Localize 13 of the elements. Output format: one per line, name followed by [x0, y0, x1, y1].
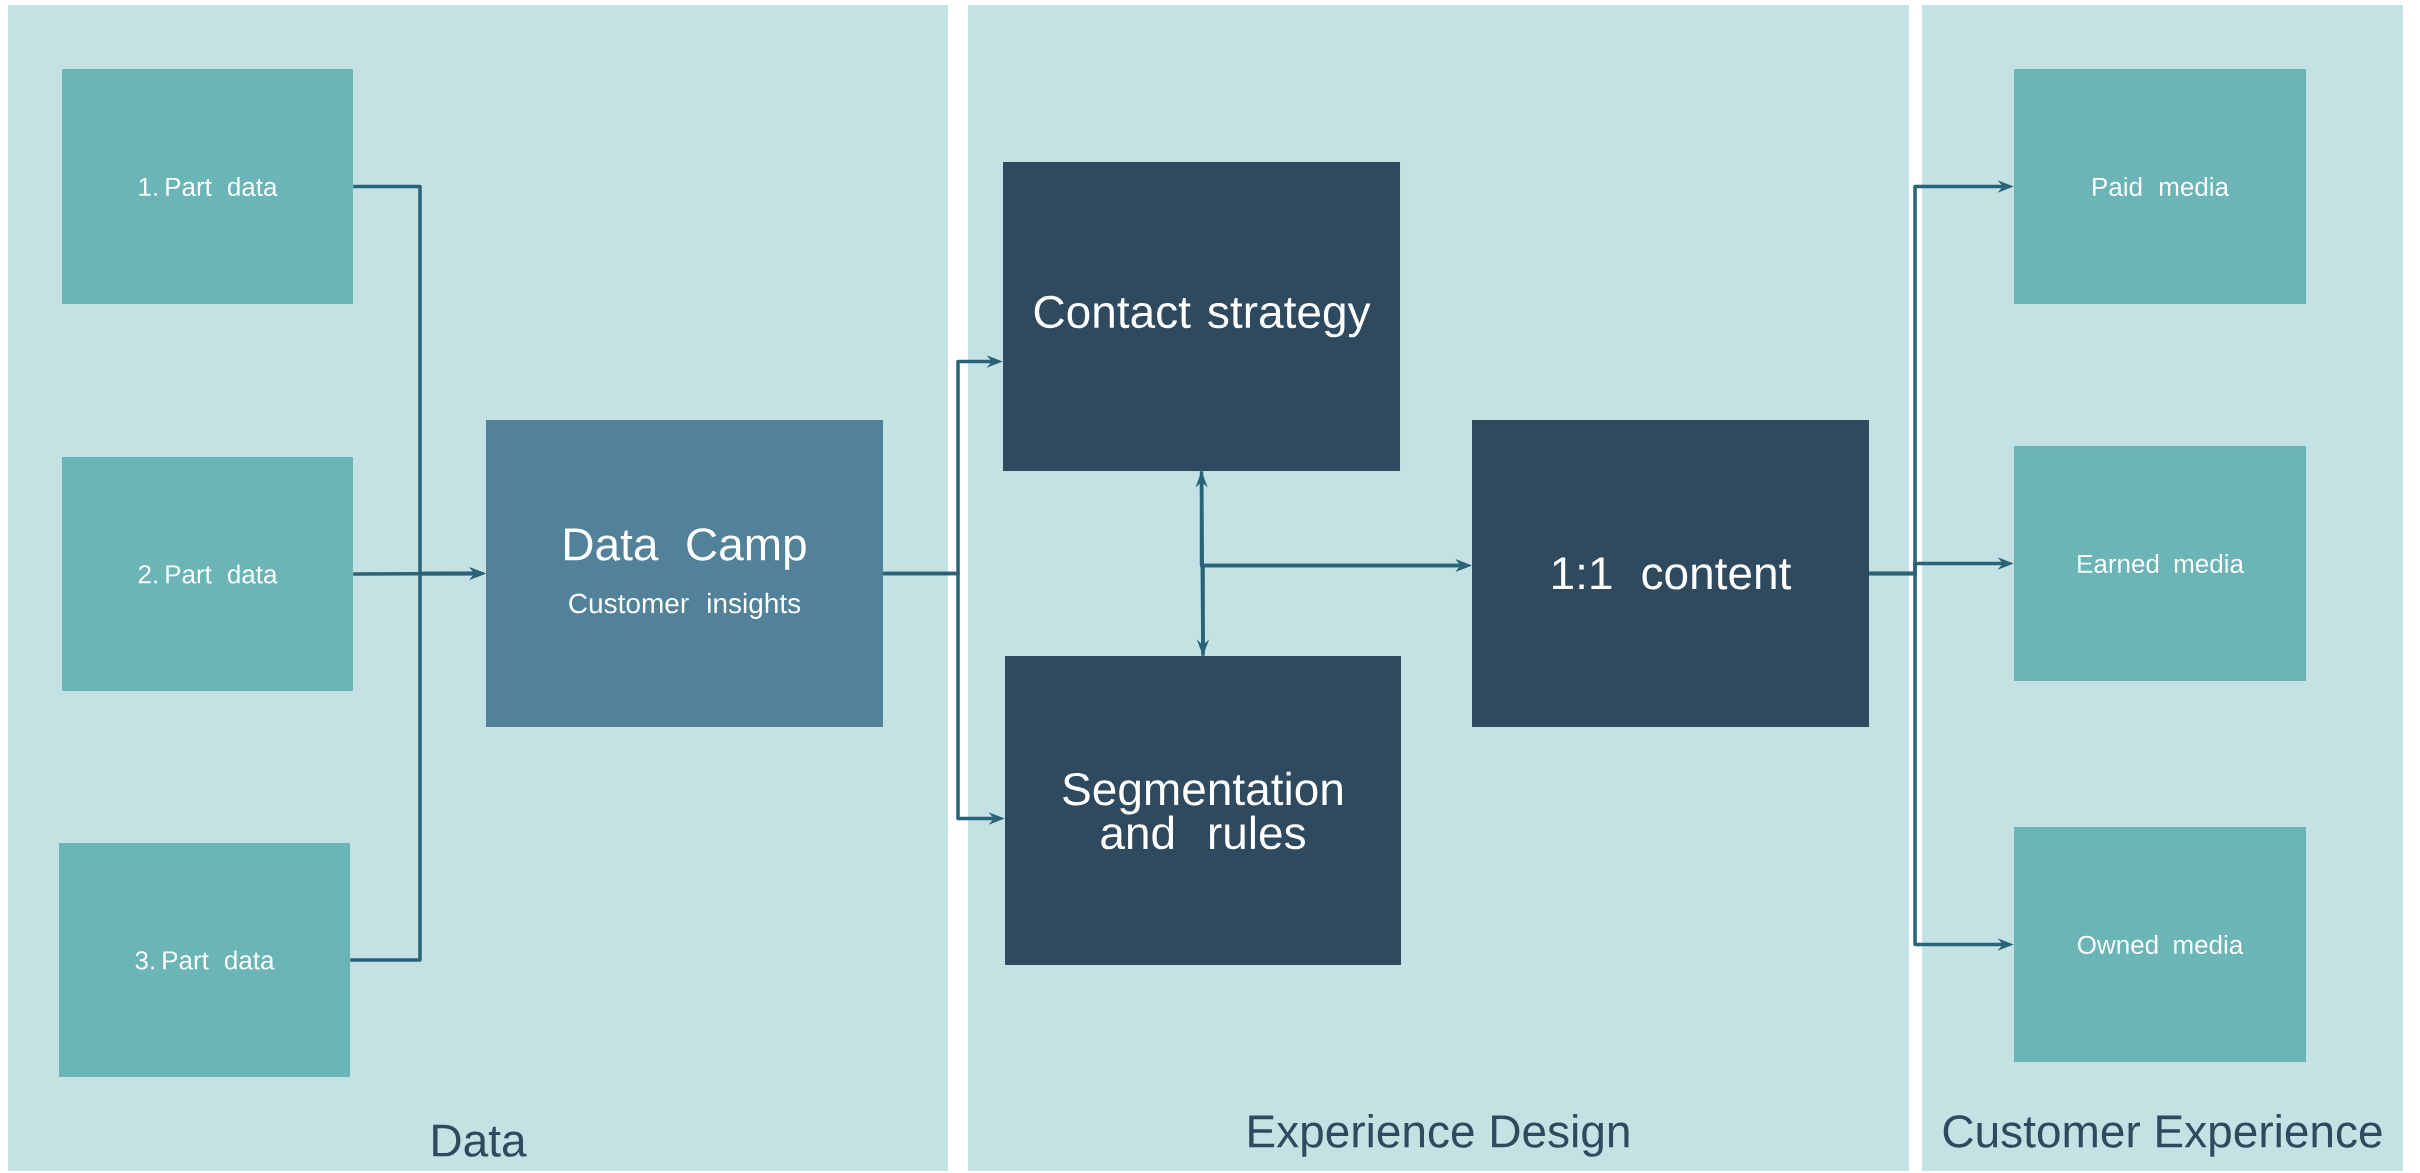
panel-heading: Data	[433, 1124, 527, 1157]
process-box: 2. Part data	[62, 457, 353, 691]
panel-heading: Experience Design	[1249, 1113, 1629, 1157]
process-box: Data Camp Customer insights	[486, 420, 883, 727]
process-box: 3. Part data	[59, 843, 350, 1077]
process-box: Contact strategy	[1003, 162, 1400, 471]
panel-heading: Customer Experience	[1943, 1113, 2382, 1157]
process-box: Segmentation and rules	[1005, 656, 1401, 965]
process-box: Paid media	[2014, 69, 2307, 304]
process-box: 1:1 content	[1472, 420, 1869, 727]
process-box: Owned media	[2014, 827, 2307, 1062]
process-box: 1. Part data	[62, 69, 353, 304]
process-box: Earned media	[2014, 446, 2307, 681]
